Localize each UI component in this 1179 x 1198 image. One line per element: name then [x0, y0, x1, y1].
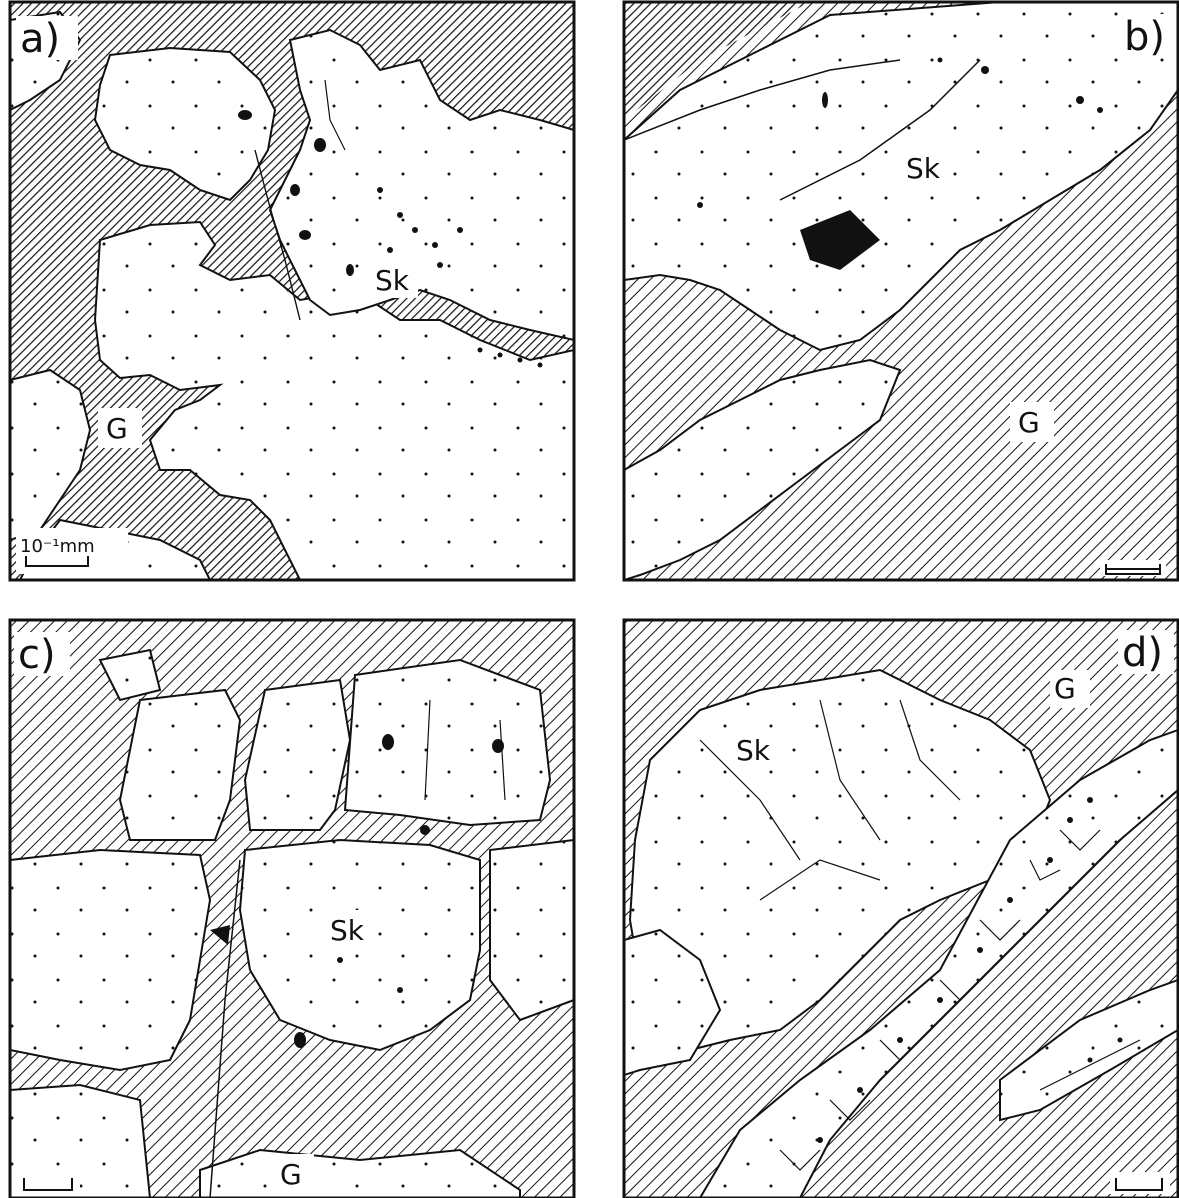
scale-bar — [1105, 564, 1161, 575]
fractured-zone — [999, 978, 1178, 1122]
skarn-grain — [489, 838, 574, 1022]
skarn-grain — [98, 648, 162, 702]
garnet-label: G — [280, 1158, 302, 1191]
skarn-region — [93, 46, 277, 202]
skarn-region — [268, 28, 574, 342]
garnet-label: G — [106, 412, 128, 445]
garnet-label: G — [1018, 406, 1040, 439]
panel-label: a) — [20, 16, 60, 62]
skarn-grain — [243, 678, 352, 831]
skarn-grain — [10, 1083, 152, 1198]
panel-d: d) G Sk — [622, 618, 1179, 1198]
panel-label: b) — [1124, 14, 1165, 60]
garnet-band — [624, 2, 810, 120]
scale-bar — [25, 556, 89, 567]
skarn-region — [93, 220, 574, 580]
panel-a: a) Sk G 10⁻¹mm — [8, 0, 576, 582]
scale-bar-label: 10⁻¹mm — [20, 536, 95, 557]
skarn-grain — [10, 848, 212, 1072]
skarn-region — [624, 928, 722, 1077]
panel-label: d) — [1122, 630, 1163, 676]
panel-b: b) Sk G — [622, 0, 1179, 582]
panel-label: c) — [18, 632, 56, 678]
scale-bar — [23, 1178, 73, 1191]
panel-c: c) Sk G — [8, 618, 576, 1198]
skarn-grain — [343, 658, 552, 827]
skarn-label: Sk — [375, 264, 410, 297]
scale-bar — [1115, 1178, 1163, 1191]
skarn-region — [624, 358, 902, 580]
skarn-grain — [118, 688, 242, 841]
skarn-label: Sk — [330, 914, 365, 947]
skarn-label: Sk — [906, 152, 941, 185]
garnet-label: G — [1054, 672, 1076, 705]
skarn-label: Sk — [736, 734, 771, 767]
